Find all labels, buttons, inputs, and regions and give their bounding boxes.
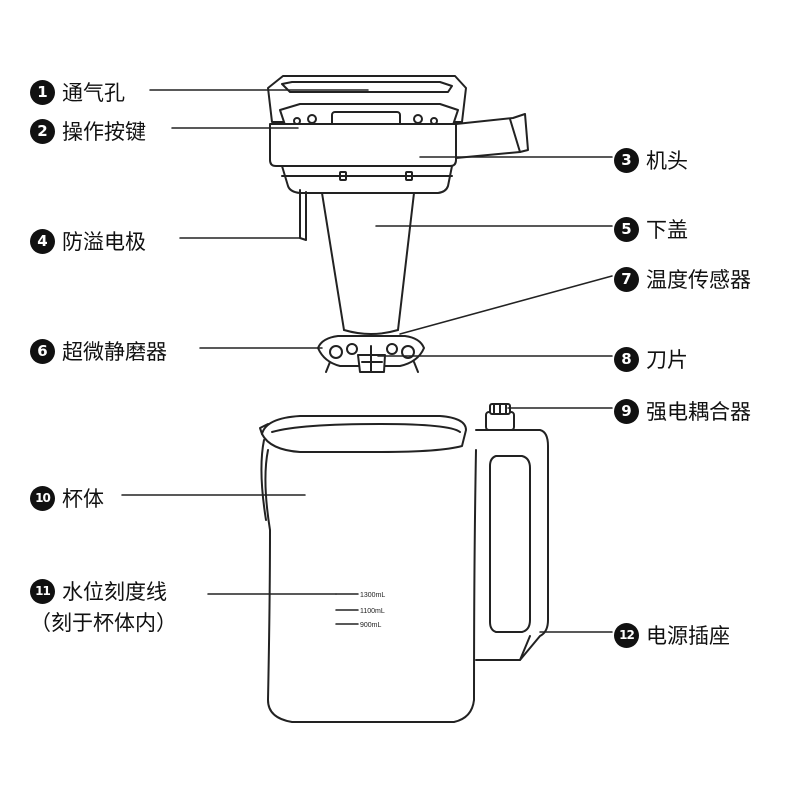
callout-text: 防溢电极 xyxy=(62,230,146,254)
callout-lower-cover: 5 下盖 xyxy=(614,214,688,244)
callout-number: 10 xyxy=(30,485,55,511)
callout-control-buttons: 2 操作按键 xyxy=(30,116,146,146)
callout-water-level-lines: 11 水位刻度线 xyxy=(30,576,167,606)
machine-head xyxy=(267,75,529,373)
callout-machine-head: 3 机头 xyxy=(614,145,688,175)
callout-cup-body: 10 杯体 xyxy=(30,483,104,513)
callout-blade: 8 刀片 xyxy=(614,344,688,374)
callout-vent-hole: 1 通气孔 xyxy=(30,77,125,107)
callout-power-socket: 12 电源插座 xyxy=(614,620,730,650)
callout-number: 9 xyxy=(614,398,639,424)
callout-number: 2 xyxy=(30,118,55,144)
callout-ultra-fine-grinder: 6 超微静磨器 xyxy=(30,336,167,366)
callout-number: 4 xyxy=(30,228,55,254)
callout-text: 杯体 xyxy=(62,487,104,511)
leader-lines xyxy=(121,89,613,633)
scale-mark-1300: 1300mL xyxy=(360,592,385,599)
scale-mark-1100: 1100mL xyxy=(360,608,385,615)
callout-text: 下盖 xyxy=(646,218,688,242)
callout-text: 通气孔 xyxy=(62,81,125,105)
callout-text: 强电耦合器 xyxy=(646,400,751,424)
callout-number: 12 xyxy=(614,622,639,648)
callout-number: 1 xyxy=(30,79,55,105)
callout-number: 8 xyxy=(614,346,639,372)
callout-text: 操作按键 xyxy=(62,120,146,144)
callout-text: 电源插座 xyxy=(646,624,730,648)
callout-text: 温度传感器 xyxy=(646,268,751,292)
callout-number: 11 xyxy=(30,578,55,604)
callout-text: 水位刻度线 xyxy=(62,580,167,604)
scale-mark-900: 900mL xyxy=(360,622,382,629)
callout-number: 7 xyxy=(614,266,639,292)
callout-text: 刀片 xyxy=(646,348,688,372)
callout-text: 超微静磨器 xyxy=(62,340,167,364)
callout-number: 3 xyxy=(614,147,639,173)
callout-number: 5 xyxy=(614,216,639,242)
cup-body xyxy=(259,403,549,723)
callout-number: 6 xyxy=(30,338,55,364)
callout-temperature-sensor: 7 温度传感器 xyxy=(614,264,751,294)
callout-text: 机头 xyxy=(646,149,688,173)
callout-anti-overflow-electrode: 4 防溢电极 xyxy=(30,226,146,256)
callout-water-level-note: （刻于杯体内） xyxy=(30,611,177,635)
callout-power-coupler: 9 强电耦合器 xyxy=(614,396,751,426)
